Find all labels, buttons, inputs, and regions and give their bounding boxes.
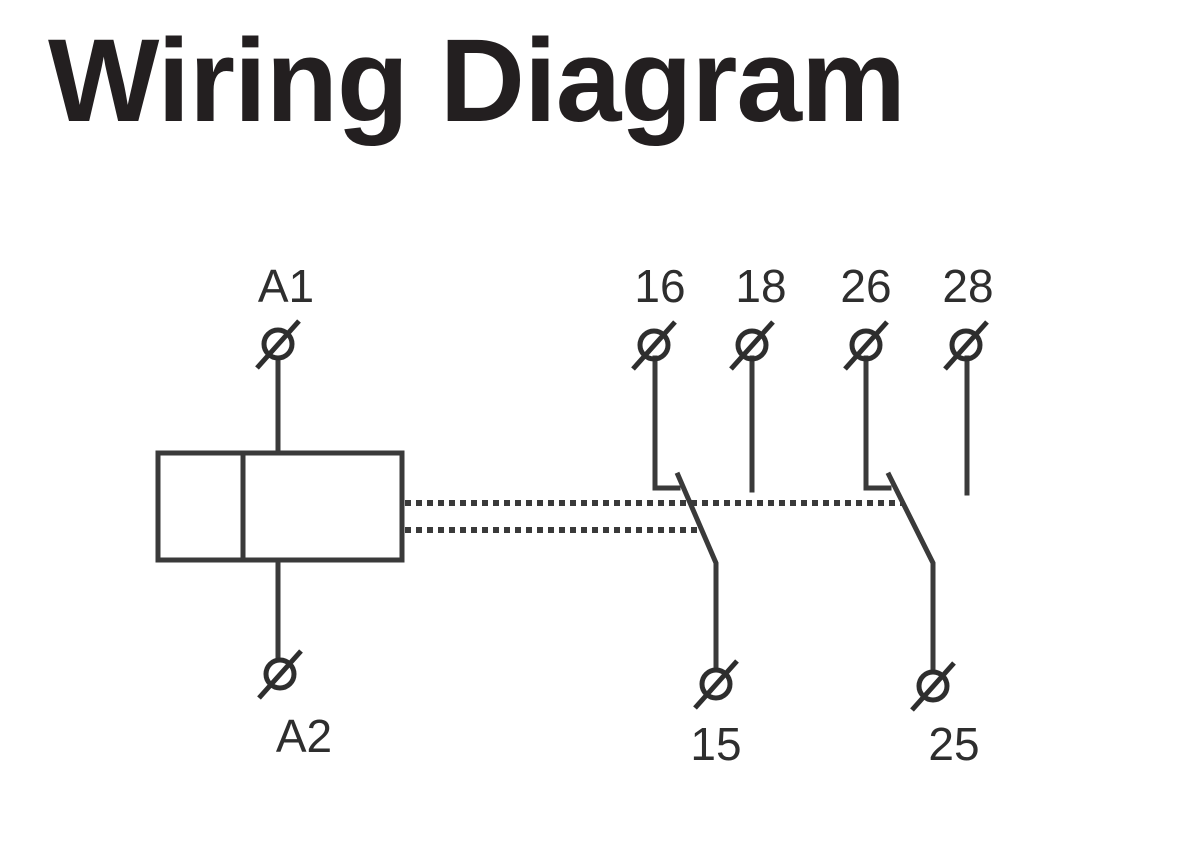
terminal-a2-symbol xyxy=(257,649,303,700)
terminal-label-26: 26 xyxy=(840,260,891,312)
terminal-16-symbol xyxy=(631,320,677,371)
terminal-15-symbol xyxy=(693,659,739,710)
terminal-28-symbol xyxy=(943,320,989,371)
terminal-label-18: 18 xyxy=(735,260,786,312)
terminal-label-a1: A1 xyxy=(258,260,314,312)
terminal-label-28: 28 xyxy=(942,260,993,312)
terminal-18-symbol xyxy=(729,320,775,371)
page-title: Wiring Diagram xyxy=(48,15,906,147)
contact-set-1 xyxy=(652,355,755,671)
contact-set-2 xyxy=(863,355,970,671)
relay-coil xyxy=(155,450,405,563)
terminal-label-16: 16 xyxy=(634,260,685,312)
terminal-label-a2: A2 xyxy=(276,710,332,762)
terminal-a1-symbol xyxy=(255,319,301,370)
terminal-label-25: 25 xyxy=(928,718,979,770)
terminal-26-symbol xyxy=(843,320,889,371)
mechanical-linkage xyxy=(405,500,903,533)
terminal-label-15: 15 xyxy=(690,718,741,770)
terminal-25-symbol xyxy=(910,661,956,712)
